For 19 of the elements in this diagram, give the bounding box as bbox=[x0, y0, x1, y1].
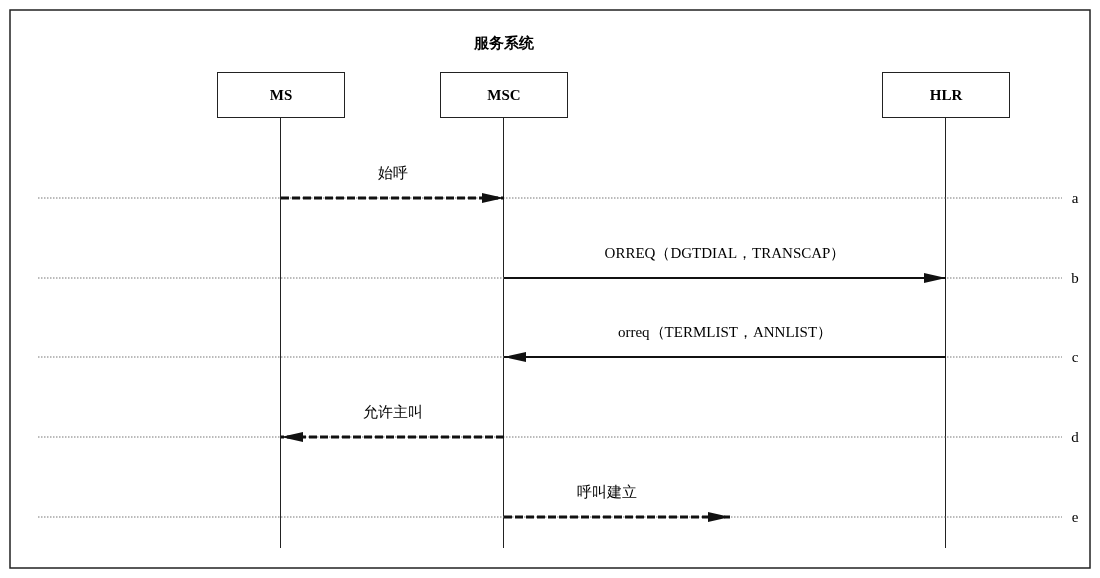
message-label: 允许主叫 bbox=[362, 403, 423, 421]
message-label: 始呼 bbox=[377, 164, 408, 182]
message-arrow bbox=[504, 512, 730, 522]
diagram-title: 服务系统 bbox=[474, 34, 534, 52]
row-letter: a bbox=[1071, 189, 1079, 207]
message-label: 呼叫建立 bbox=[577, 483, 637, 501]
message-arrow bbox=[281, 193, 504, 203]
row-letter: b bbox=[1071, 269, 1079, 287]
message-arrow bbox=[281, 432, 504, 442]
message-arrow bbox=[503, 273, 947, 283]
row-letter: d bbox=[1071, 428, 1079, 446]
message-label: ORREQ（DGTDIAL，TRANSCAP） bbox=[604, 244, 846, 262]
participant-box: HLR bbox=[882, 72, 1010, 118]
participant-box: MS bbox=[217, 72, 345, 118]
message-arrow bbox=[503, 352, 947, 362]
message-label: orreq（TERMLIST，ANNLIST） bbox=[617, 323, 833, 341]
participant-box: MSC bbox=[440, 72, 568, 118]
row-letter: e bbox=[1071, 508, 1079, 526]
row-letter: c bbox=[1071, 348, 1079, 366]
